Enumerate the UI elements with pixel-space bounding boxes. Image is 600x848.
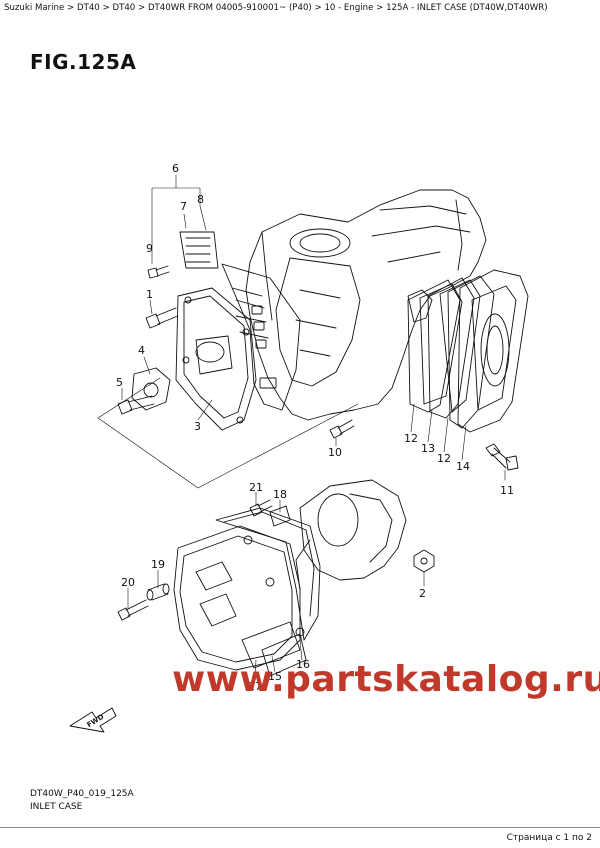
callout-21: 21 bbox=[249, 481, 263, 494]
callout-1: 1 bbox=[146, 288, 153, 301]
callout-2: 2 bbox=[419, 587, 426, 600]
breadcrumb-separator: > bbox=[64, 3, 77, 13]
figure-title: FIG.125A bbox=[30, 50, 137, 74]
callout-3: 3 bbox=[194, 420, 201, 433]
inlet-case-body bbox=[295, 479, 407, 591]
callout-12a: 12 bbox=[404, 432, 418, 445]
breadcrumb-separator: > bbox=[135, 3, 148, 13]
callout-4: 4 bbox=[138, 344, 145, 357]
breadcrumb-separator: > bbox=[311, 3, 325, 13]
callout-7: 7 bbox=[180, 200, 187, 213]
callout-15: 15 bbox=[268, 670, 282, 683]
callout-17: 17 bbox=[248, 680, 262, 693]
bolt-1 bbox=[145, 307, 179, 329]
gasket-stack bbox=[407, 269, 529, 433]
fwd-label: FWD bbox=[86, 713, 106, 730]
watermark-text: www.partskatalog.ru bbox=[172, 659, 600, 700]
breadcrumb: Suzuki Marine > DT40 > DT40 > DT40WR FRO… bbox=[4, 3, 548, 13]
bolt-11 bbox=[485, 443, 519, 471]
footer-divider bbox=[0, 827, 600, 828]
bolt-5 bbox=[117, 395, 155, 415]
callout-13: 13 bbox=[421, 442, 435, 455]
lower-gaskets bbox=[241, 505, 307, 677]
page-indicator: Страница с 1 по 2 bbox=[506, 833, 592, 843]
callout-11: 11 bbox=[500, 484, 514, 497]
callout-16: 16 bbox=[296, 658, 310, 671]
callout-14: 14 bbox=[456, 460, 470, 473]
leader-lines bbox=[97, 174, 506, 681]
callout-labels: 6 7 8 9 1 4 5 3 10 12 13 12 14 11 21 18 … bbox=[116, 162, 514, 693]
breadcrumb-item-dt40-a[interactable]: DT40 bbox=[76, 3, 100, 13]
callout-5: 5 bbox=[116, 376, 123, 389]
breadcrumb-separator: > bbox=[99, 3, 113, 13]
callout-19: 19 bbox=[151, 558, 165, 571]
small-gasket bbox=[131, 367, 171, 411]
breadcrumb-separator: > bbox=[373, 3, 387, 13]
bolt-10 bbox=[329, 419, 355, 439]
breadcrumb-item-suzuki-marine[interactable]: Suzuki Marine bbox=[4, 3, 65, 13]
breadcrumb-item-dt40-b[interactable]: DT40 bbox=[112, 3, 136, 13]
fwd-arrow-icon bbox=[69, 707, 117, 733]
silencer-cover bbox=[173, 507, 321, 671]
figure-caption: INLET CASE bbox=[30, 802, 83, 812]
pin-19 bbox=[146, 583, 170, 601]
breadcrumb-item-model[interactable]: DT40WR FROM 04005-910001~ (P40) bbox=[147, 3, 312, 13]
screw-20 bbox=[117, 599, 149, 621]
figure-code: DT40W_P40_019_125A bbox=[30, 789, 134, 799]
breadcrumb-item-current: 125A - INLET CASE (DT40W,DT40WR) bbox=[386, 3, 548, 13]
callout-10: 10 bbox=[328, 446, 342, 459]
engine-block bbox=[245, 189, 487, 421]
screw-21 bbox=[249, 499, 273, 517]
callout-20: 20 bbox=[121, 576, 135, 589]
callout-18: 18 bbox=[273, 488, 287, 501]
callout-12b: 12 bbox=[437, 452, 451, 465]
callout-9: 9 bbox=[146, 242, 153, 255]
nut-2 bbox=[413, 549, 435, 573]
callout-6: 6 bbox=[172, 162, 179, 175]
reed-valve-assembly bbox=[175, 231, 301, 431]
breadcrumb-item-engine[interactable]: 10 - Engine bbox=[324, 3, 374, 13]
bolt-9 bbox=[147, 265, 170, 279]
callout-8: 8 bbox=[197, 193, 204, 206]
